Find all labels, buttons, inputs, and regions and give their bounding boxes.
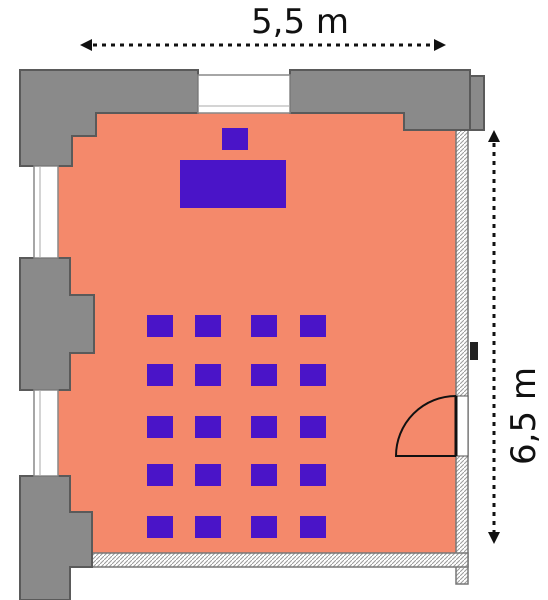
width-dimension: 5,5 m [80,2,446,51]
top-right-corner [469,75,485,131]
right-wall [455,121,469,585]
door-swing [394,395,457,457]
student-desk [300,464,326,486]
left-window-lower [33,389,59,477]
student-desk [251,364,277,386]
student-desk [300,516,326,538]
student-desk [195,416,221,438]
student-desk [251,416,277,438]
student-desk [195,315,221,337]
student-desk [251,516,277,538]
width-label: 5,5 m [251,2,349,42]
student-desk [147,364,173,386]
height-label: 6,5 m [504,367,544,465]
student-desks [147,315,326,538]
student-desk [300,416,326,438]
left-window-upper [33,165,59,259]
student-desk [195,516,221,538]
student-desk [147,516,173,538]
student-desk [251,464,277,486]
student-desk [147,315,173,337]
door-opening [455,395,469,457]
bottom-wall [89,552,469,568]
student-desk [300,315,326,337]
student-desk [147,416,173,438]
student-desk [195,464,221,486]
left-pillar-bottom [19,475,93,600]
student-desk [251,315,277,337]
wall-marker [470,342,478,360]
top-window [197,74,291,114]
student-desk [195,364,221,386]
student-desk [300,364,326,386]
student-desk [147,464,173,486]
height-dimension: 6,5 m [488,130,544,544]
teacher-desk [180,160,286,208]
teacher-chair [222,128,248,150]
